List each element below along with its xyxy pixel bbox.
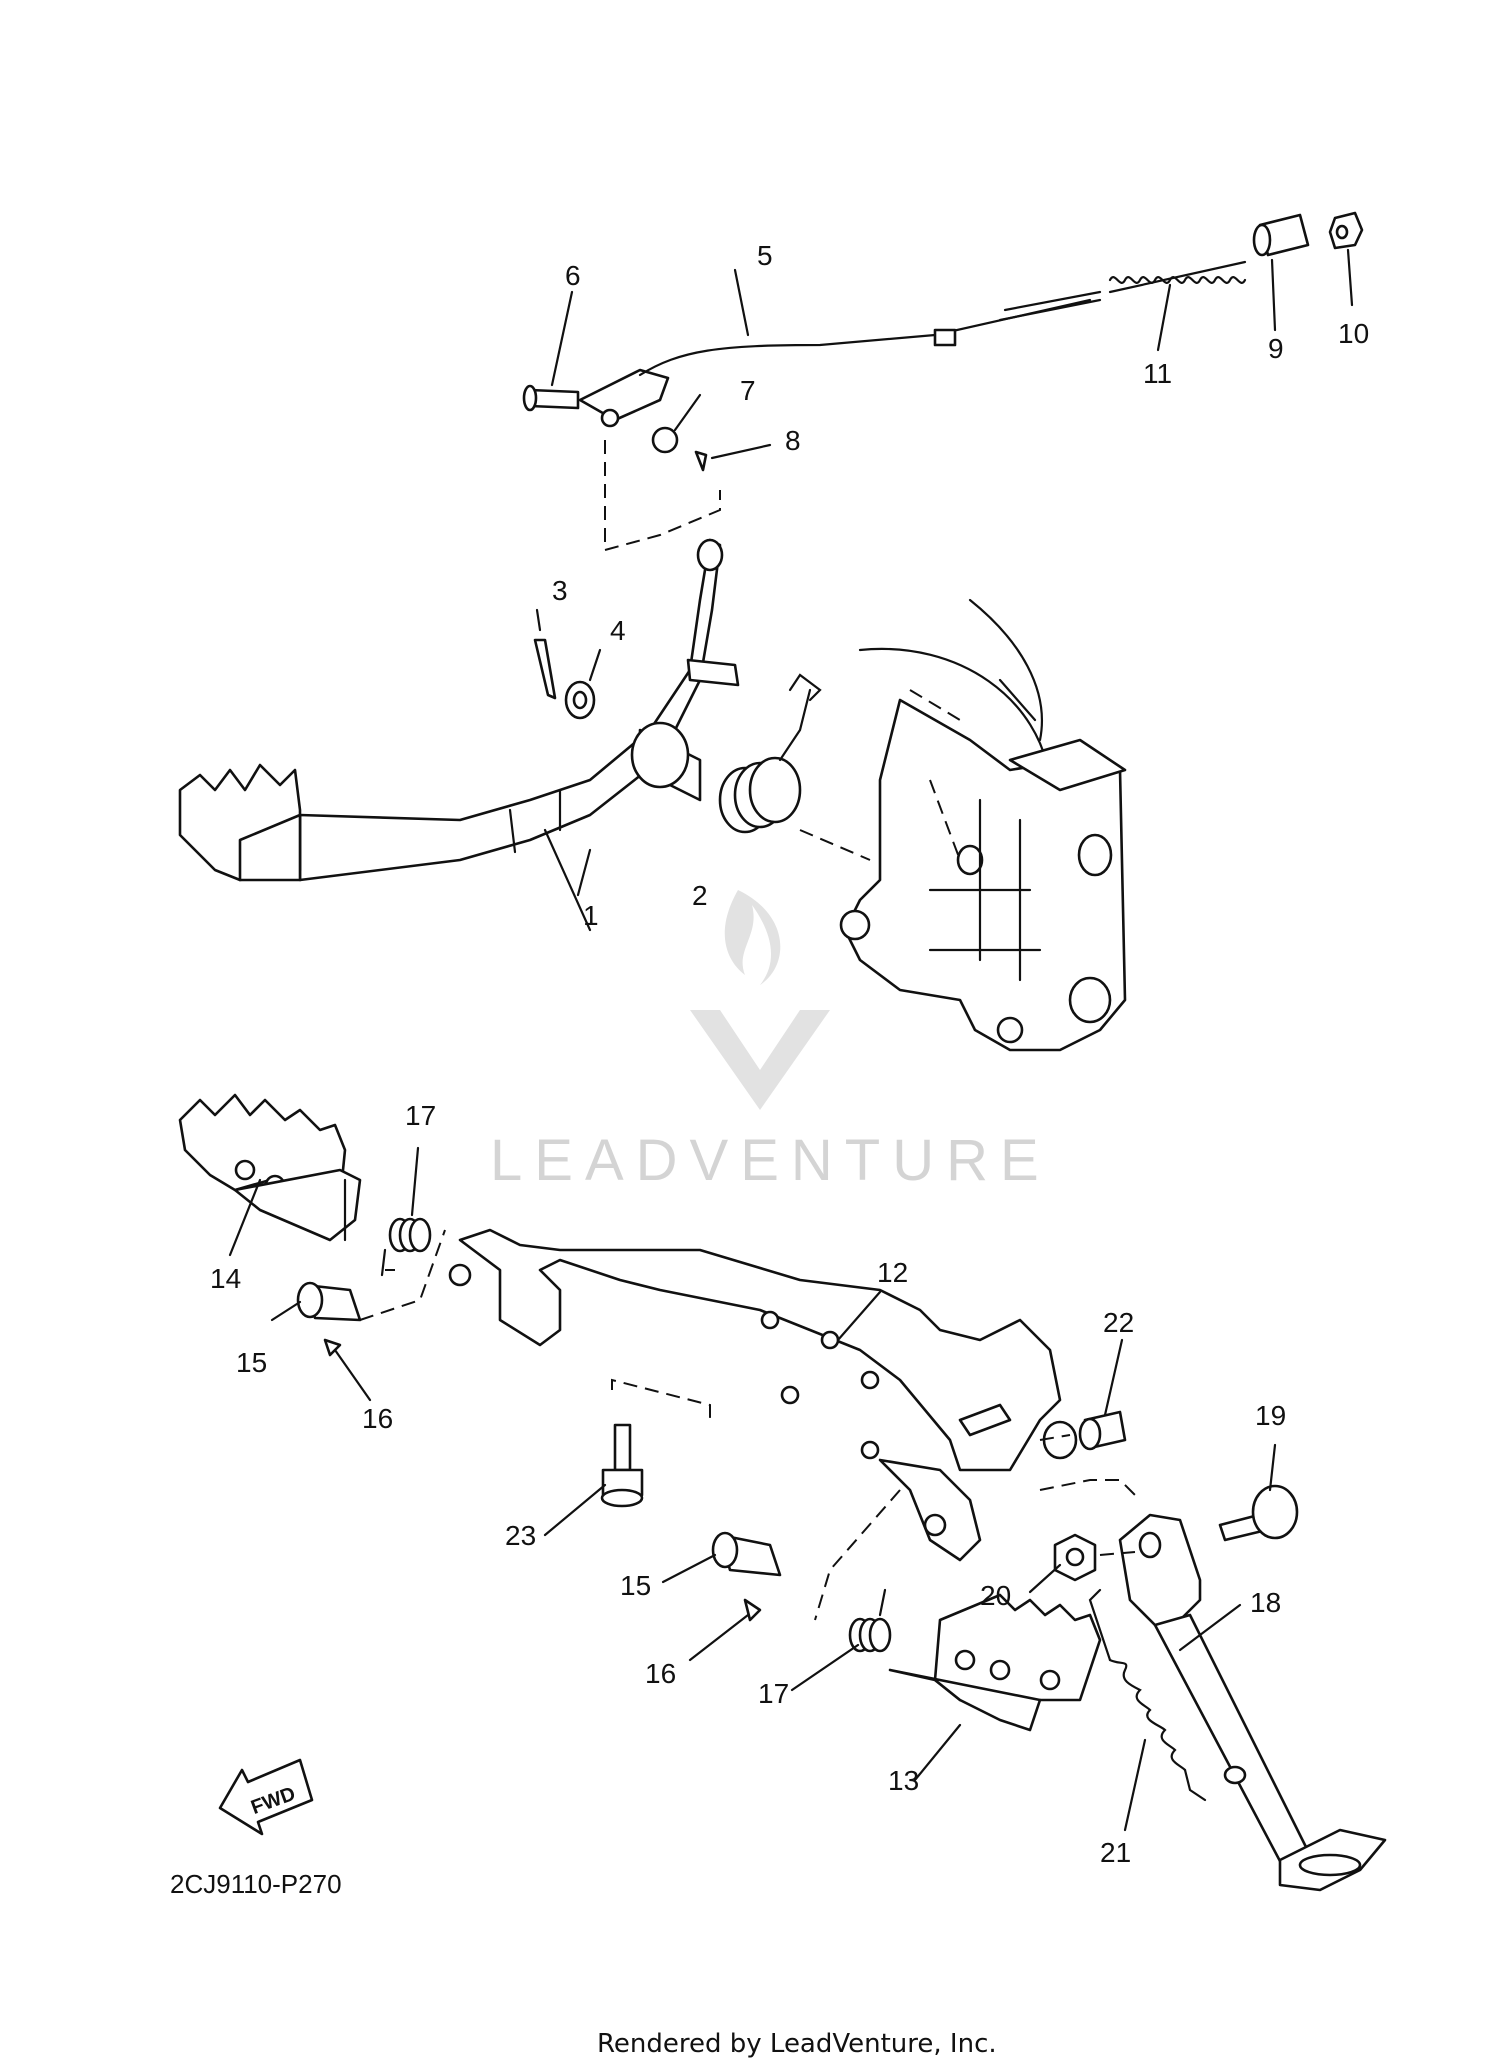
callout-9: 9 [1268,333,1284,364]
callout-11: 11 [1143,358,1172,389]
callout-13: 13 [888,1765,919,1796]
footrest-pin-15b [711,1531,782,1577]
leadventure-watermark-logo: LEADVENTURE [490,890,1051,1193]
pedal-return-spring [718,673,871,861]
callout-5: 5 [757,240,773,271]
collar-22 [1078,1410,1127,1451]
fwd-arrow-icon: FWD [218,1758,314,1836]
brake-pedal [178,538,740,882]
cotter-pin-3 [533,638,557,700]
callout-20: 20 [980,1580,1011,1611]
sidestand-18 [1118,1513,1387,1892]
footrest-spring-17a [380,1217,432,1277]
washer-7 [651,426,679,454]
rod-spring-11 [1108,260,1247,294]
sidestand-spring-21 [1088,1588,1207,1802]
callout-15b: 15 [620,1570,651,1601]
callout-18: 18 [1250,1587,1281,1618]
bolt-19 [1218,1484,1299,1542]
callout-3: 3 [552,575,568,606]
callout-16a: 16 [362,1403,393,1434]
watermark-text: LEADVENTURE [490,1128,1051,1193]
bolt-23 [600,1423,644,1508]
clevis-pin-6 [522,384,580,412]
callout-15a: 15 [236,1347,267,1378]
washer-4 [564,680,596,720]
callout-17b: 17 [758,1678,789,1709]
callout-17a: 17 [405,1100,436,1131]
callout-8: 8 [785,425,801,456]
callout-12: 12 [877,1257,908,1288]
callout-6: 6 [565,260,581,291]
frame-bracket [839,598,1127,1052]
footrest-pin-15a [296,1281,362,1322]
footrest-left-14 [178,1093,362,1242]
footrest-spring-17b [848,1588,892,1653]
render-footer: Rendered by LeadVenture, Inc. [597,2029,997,2059]
leader-lines [228,248,1354,1832]
callout-7: 7 [740,375,756,406]
cotter-pin-16b [743,1598,762,1622]
cotter-pin-8 [694,450,708,472]
callout-labels: 1 2 3 4 5 6 7 8 9 10 11 12 13 14 15 15 1… [210,240,1369,1868]
callout-21: 21 [1100,1837,1131,1868]
callout-22: 22 [1103,1307,1134,1338]
nut-20 [1053,1533,1097,1582]
rod-joint-9 [1252,213,1310,257]
callout-14: 14 [210,1263,241,1294]
callout-23: 23 [505,1520,536,1551]
footrest-right-13 [888,1593,1102,1732]
footrest-bracket-12 [448,1228,1078,1562]
diagram-code: 2CJ9110-P270 [170,1869,342,1899]
adjusting-nut-10 [1328,211,1364,250]
brake-rod [578,290,1102,428]
rod-pedal-connector [604,440,721,552]
callout-4: 4 [610,615,626,646]
callout-1: 1 [583,900,599,931]
pedal-pivot-collar [630,721,702,802]
callout-19: 19 [1255,1400,1286,1431]
callout-2: 2 [692,880,708,911]
callout-16b: 16 [645,1658,676,1689]
lower-assembly-lines [359,1229,1141,1621]
callout-10: 10 [1338,318,1369,349]
